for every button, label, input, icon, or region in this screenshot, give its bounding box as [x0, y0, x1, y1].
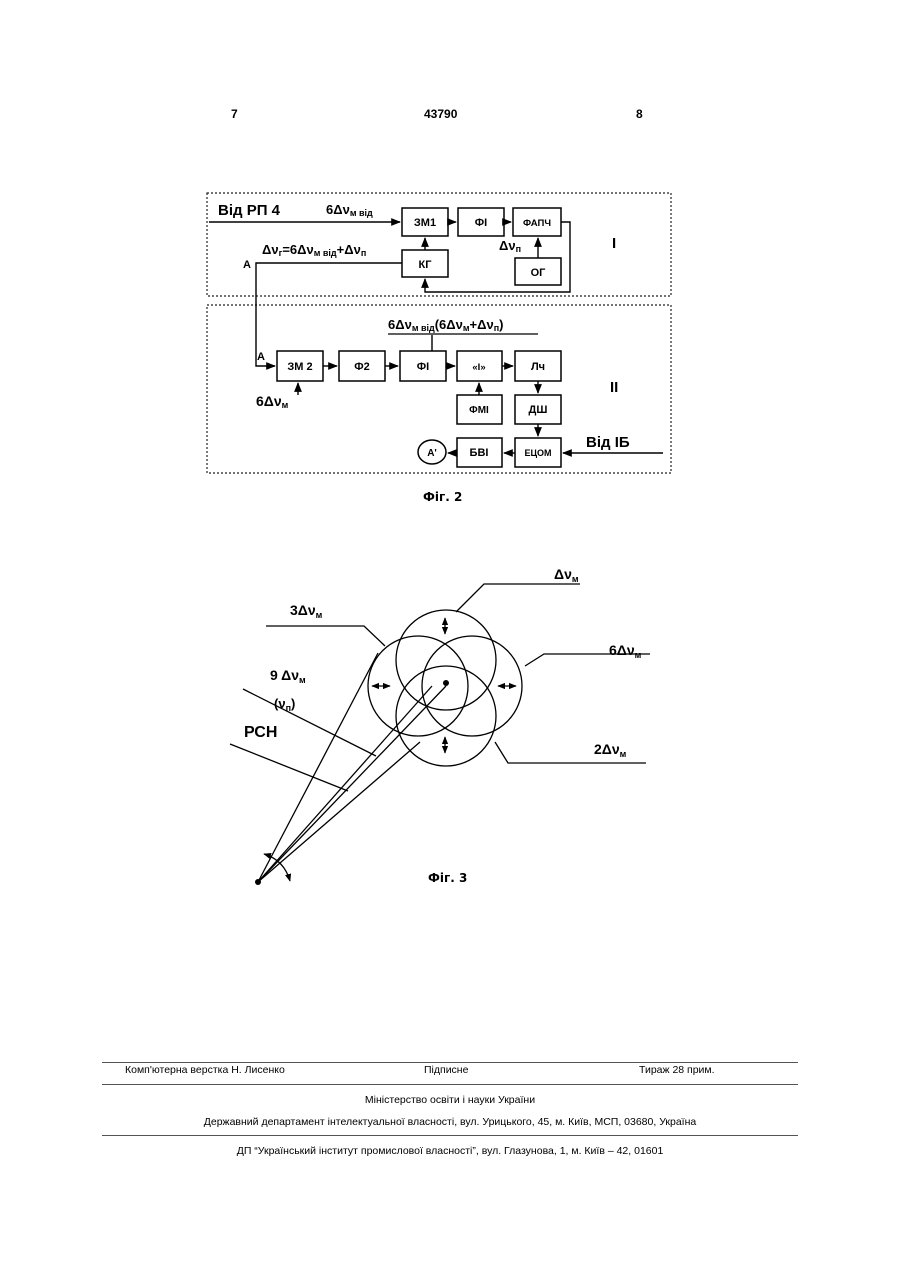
- footer-rule-3: [102, 1135, 798, 1136]
- three-dnm-sub: м: [316, 610, 323, 620]
- nine-dnm-label: 9 Δν: [270, 667, 299, 683]
- origin-point: [255, 879, 261, 885]
- figure-3-caption: Фіг. 3: [428, 871, 467, 885]
- footer-rule-1: [102, 1062, 798, 1063]
- center-point: [443, 680, 449, 686]
- nine-dnm-sub: м: [299, 675, 306, 685]
- dnm-label: Δν: [554, 566, 572, 582]
- svg-text:Δνм: Δνм: [554, 566, 579, 584]
- dnm-sub: м: [572, 574, 579, 584]
- circle-top: [396, 610, 496, 710]
- svg-text:9 Δνм: 9 Δνм: [270, 667, 306, 685]
- footer-department: Державний департамент інтелектуальної вл…: [0, 1116, 900, 1128]
- six-dnm-f3-label: 6Δν: [609, 642, 635, 658]
- three-dnm-label: 3Δν: [290, 602, 316, 618]
- footer-layout: Комп'ютерна верстка Н. Лисенко: [125, 1064, 285, 1076]
- footer-circulation: Тираж 28 прим.: [639, 1064, 715, 1076]
- footer-rule-2: [102, 1084, 798, 1085]
- footer-signed: Підписне: [424, 1064, 468, 1076]
- np-label: (ν: [274, 696, 286, 711]
- rsn-label: РСН: [244, 724, 277, 741]
- np-close: ): [291, 696, 295, 711]
- two-dnm-label: 2Δν: [594, 741, 620, 757]
- svg-text:(νп): (νп): [274, 696, 295, 713]
- svg-text:3Δνм: 3Δνм: [290, 602, 323, 620]
- six-dnm-f3-sub: м: [635, 650, 642, 660]
- svg-text:6Δνм: 6Δνм: [609, 642, 642, 660]
- footer-ministry: Міністерство освіти і науки України: [0, 1094, 900, 1106]
- two-dnm-sub: м: [620, 749, 627, 759]
- svg-text:2Δνм: 2Δνм: [594, 741, 627, 759]
- footer-institute: ДП “Український інститут промислової вла…: [0, 1145, 900, 1157]
